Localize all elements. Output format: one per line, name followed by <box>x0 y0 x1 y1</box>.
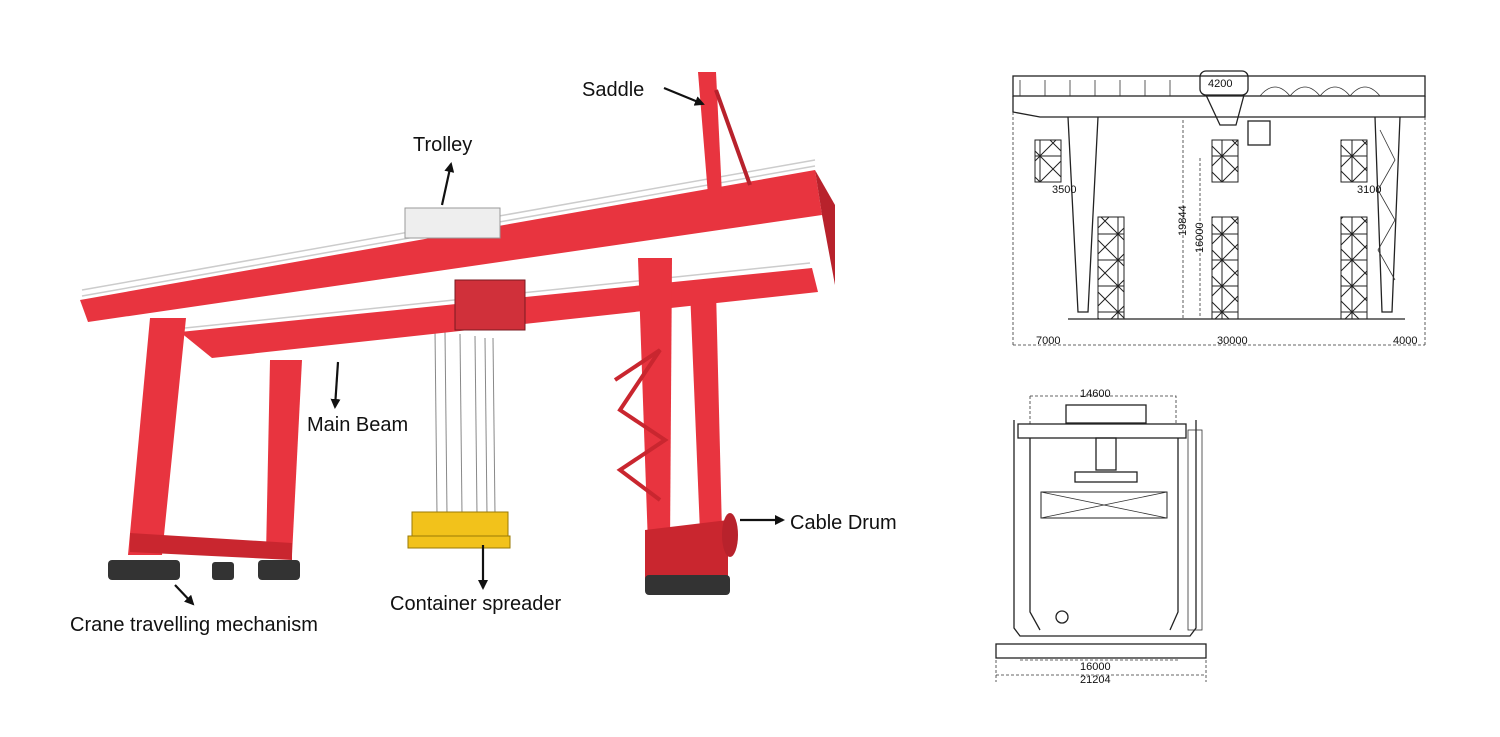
arrow-main-beam <box>330 361 341 409</box>
left-rear-leg <box>266 360 302 555</box>
hoist-ropes <box>434 329 496 516</box>
dim-21204: 21204 <box>1080 674 1111 686</box>
label-cable-drum: Cable Drum <box>790 512 897 534</box>
right-rear-leg <box>690 290 722 532</box>
label-saddle: Saddle <box>582 79 644 101</box>
dim-4000: 4000 <box>1393 335 1417 347</box>
trolley-drawing <box>1199 70 1249 96</box>
label-trolley: Trolley <box>413 134 472 156</box>
side-view-drawing: 14600 16000 21204 <box>995 388 1207 686</box>
left-sill-beam <box>130 533 292 560</box>
arrow-trolley <box>440 162 455 206</box>
dim-3100: 3100 <box>1357 184 1381 196</box>
dim-14600: 14600 <box>1080 388 1111 400</box>
front-view-drawing: 4200 3500 19844 16000 3100 7000 30000 40… <box>1012 70 1426 347</box>
dim-19844: 19844 <box>1177 205 1189 236</box>
dim-30000: 30000 <box>1217 335 1248 347</box>
saddle <box>698 72 722 195</box>
crane-travelling-mechanism <box>108 560 730 595</box>
callouts: Saddle Trolley Main Beam Cable Drum Cont… <box>70 79 897 636</box>
dim-7000: 7000 <box>1036 335 1060 347</box>
arrow-saddle <box>663 86 705 106</box>
dim-4200: 4200 <box>1208 78 1232 90</box>
right-sill <box>645 520 728 585</box>
left-front-leg <box>128 318 186 555</box>
trolley <box>404 207 526 331</box>
container-spreader <box>407 511 511 549</box>
dim-16000-wheelbase: 16000 <box>1080 661 1111 673</box>
main-girder-rear <box>80 170 822 322</box>
stairs <box>613 348 669 502</box>
dim-16000-height: 16000 <box>1194 222 1206 253</box>
arrow-crane-travelling-mechanism <box>174 584 195 606</box>
dim-3500: 3500 <box>1052 184 1076 196</box>
right-front-leg <box>638 258 672 545</box>
label-container-spreader: Container spreader <box>390 593 562 615</box>
cable-drum <box>722 513 738 557</box>
label-main-beam: Main Beam <box>307 414 408 436</box>
label-crane-travelling-mechanism: Crane travelling mechanism <box>70 614 318 636</box>
